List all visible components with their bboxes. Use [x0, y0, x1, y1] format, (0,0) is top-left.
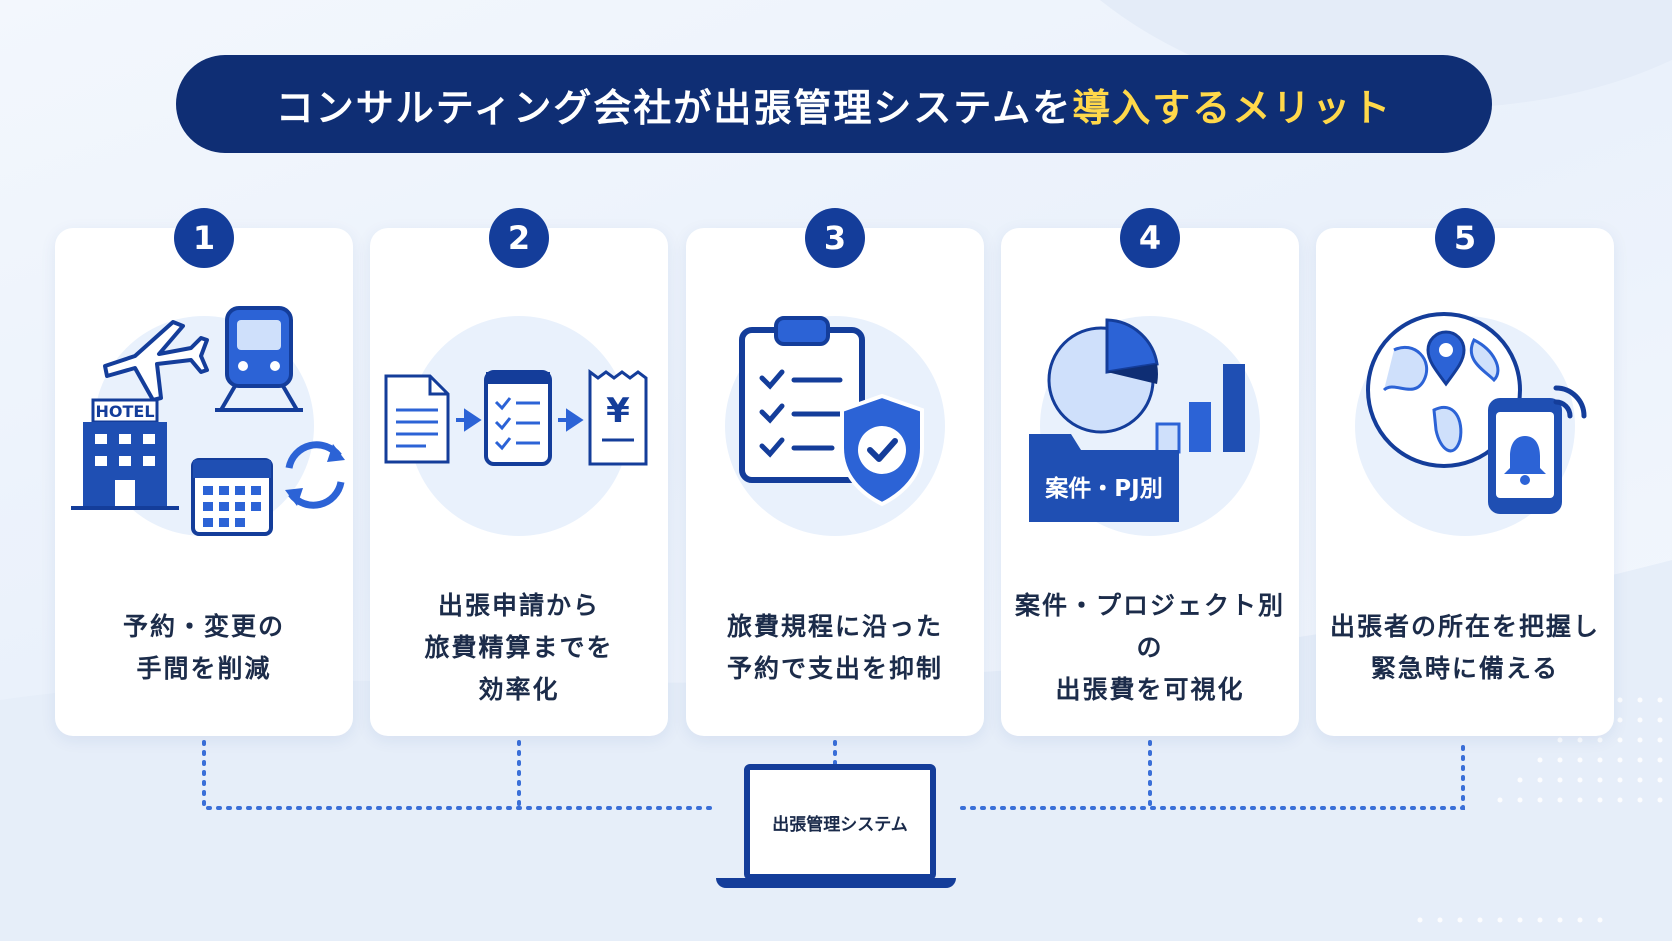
caption-line: 案件・プロジェクト別の: [1014, 591, 1285, 662]
calendar-icon: [191, 458, 273, 536]
signal-waves-icon: [1553, 385, 1587, 419]
travel-booking-illustration: HOTEL: [71, 306, 345, 536]
caption-line: 緊急時に備える: [1370, 654, 1560, 683]
step-number-4: 4: [1120, 208, 1180, 268]
benefit-caption: 予約・変更の 手間を削減: [65, 588, 343, 708]
laptop-base: [716, 878, 956, 888]
document-icon: [384, 374, 450, 464]
benefit-caption: 出張申請から 旅費精算までを 効率化: [380, 588, 658, 708]
caption-line: 出張費を可視化: [1055, 675, 1245, 704]
step-number-3: 3: [805, 208, 865, 268]
benefit-caption: 出張者の所在を把握し 緊急時に備える: [1326, 588, 1604, 708]
airplane-icon: [103, 320, 209, 402]
location-pin-icon: [1426, 330, 1466, 387]
caption-line: 予約で支出を抑制: [726, 654, 943, 683]
pie-chart-icon: [1047, 318, 1159, 434]
arrow-right-icon: [456, 408, 482, 432]
clipboard-checklist-icon: [739, 316, 865, 483]
title-banner: コンサルティング会社が出張管理システムを導入するメリット: [176, 55, 1492, 153]
cost-visualization-illustration: 案件・PJ別: [1029, 318, 1245, 522]
benefit-card-1: HOTEL 予約・変更の 手間を削減: [55, 228, 353, 736]
policy-compliance-illustration: [739, 316, 924, 507]
title-main: コンサルティング会社が出張管理システムを: [275, 85, 1073, 130]
system-label: 出張管理システム: [744, 764, 936, 880]
traveler-location-illustration: [1366, 312, 1587, 514]
bell-icon: [1504, 436, 1546, 485]
yen-receipt-icon: ¥: [588, 369, 648, 466]
caption-line: 出張申請から: [437, 591, 600, 620]
laptop-icon: 出張管理システム: [716, 760, 956, 890]
smartphone-icon: [1488, 398, 1562, 514]
caption-line: 効率化: [478, 675, 560, 704]
refresh-icon: [285, 441, 345, 509]
caption-line: 旅費精算までを: [424, 633, 614, 662]
arrow-right-icon: [558, 408, 584, 432]
globe-icon: [1366, 312, 1522, 468]
benefit-card-4: 案件・PJ別 案件・プロジェクト別の 出張費を可視化: [1001, 228, 1299, 736]
title-highlight: 導入するメリット: [1072, 85, 1393, 130]
bar-chart-icon: [1155, 364, 1245, 454]
benefit-caption: 旅費規程に沿った 予約で支出を抑制: [696, 588, 974, 708]
caption-line: 手間を削減: [136, 654, 272, 683]
checklist-icon: [484, 370, 552, 466]
step-number-1: 1: [174, 208, 234, 268]
benefit-card-5: 出張者の所在を把握し 緊急時に備える: [1316, 228, 1614, 736]
benefit-card-2: ¥ 出張申請から 旅費精算までを 効率化: [370, 228, 668, 736]
caption-line: 出張者の所在を把握し: [1329, 612, 1600, 641]
caption-line: 旅費規程に沿った: [726, 612, 943, 641]
caption-line: 予約・変更の: [122, 612, 285, 641]
step-number-5: 5: [1435, 208, 1495, 268]
workflow-illustration: ¥: [384, 369, 648, 466]
hotel-sign: HOTEL: [95, 402, 154, 421]
shield-check-icon: [840, 393, 924, 507]
yen-symbol: ¥: [606, 391, 630, 431]
folder-icon: 案件・PJ別: [1029, 434, 1179, 522]
benefit-caption: 案件・プロジェクト別の 出張費を可視化: [1011, 588, 1289, 708]
folder-label: 案件・PJ別: [1044, 475, 1162, 502]
train-icon: [215, 306, 303, 412]
benefit-card-3: 旅費規程に沿った 予約で支出を抑制: [686, 228, 984, 736]
hotel-icon: HOTEL: [71, 398, 179, 510]
step-number-2: 2: [489, 208, 549, 268]
